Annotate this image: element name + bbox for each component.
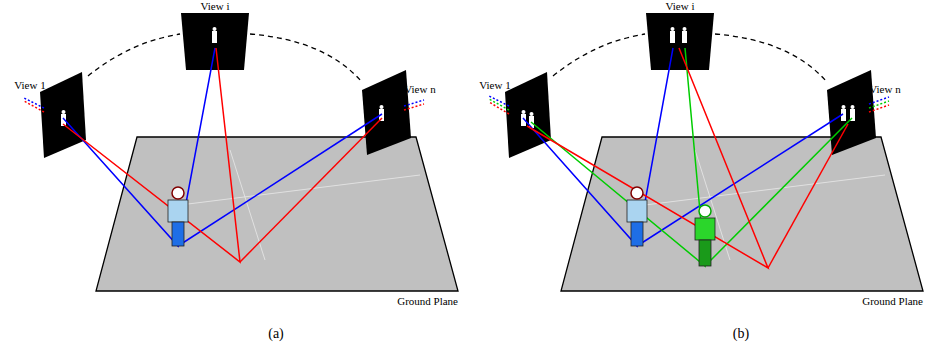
view-label: View i [666, 1, 695, 12]
view-label: View 1 [14, 80, 45, 91]
view-label: View n [404, 84, 435, 95]
panel-b [489, 13, 923, 291]
view-label: View n [869, 84, 900, 95]
view-label: View 1 [479, 80, 510, 91]
view-label: View i [201, 1, 230, 12]
ground-plane-label: Ground Plane [862, 296, 923, 307]
panel-a [24, 13, 458, 291]
panel-label: (a) [268, 327, 284, 341]
ground-plane-label: Ground Plane [397, 296, 458, 307]
panel-label: (b) [733, 327, 749, 341]
